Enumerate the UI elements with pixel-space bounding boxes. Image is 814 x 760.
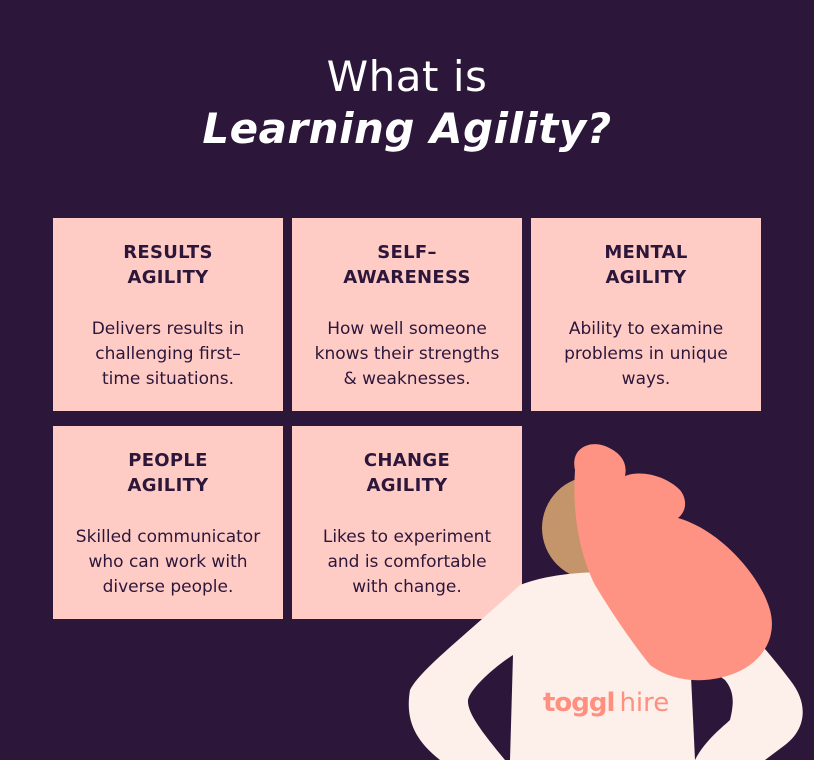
card-change-agility: CHANGE AGILITY Likes to experiment and i… — [292, 426, 522, 619]
card-results-agility: RESULTS AGILITY Delivers results in chal… — [53, 218, 283, 411]
card-title: SELF– AWARENESS — [343, 242, 471, 288]
card-title: PEOPLE AGILITY — [127, 450, 209, 496]
card-description: Likes to experiment and is comfortable w… — [322, 527, 492, 597]
card-description: How well someone knows their strengths &… — [314, 319, 500, 389]
title-line-1: What is — [326, 52, 488, 101]
card-title: CHANGE AGILITY — [363, 450, 451, 496]
card-title: RESULTS AGILITY — [123, 242, 213, 288]
logo-product: hire — [619, 688, 670, 718]
card-description: Skilled communicator who can work with d… — [75, 527, 261, 597]
logo-brand: toggl — [543, 688, 615, 718]
card-mental-agility: MENTAL AGILITY Ability to examine proble… — [531, 218, 761, 411]
card-description: Ability to examine problems in unique wa… — [564, 319, 728, 389]
page-title: What is Learning Agility? — [0, 52, 814, 156]
card-description: Delivers results in challenging first– t… — [91, 319, 245, 389]
hair-shape — [574, 444, 772, 681]
head-shape — [542, 476, 646, 580]
card-people-agility: PEOPLE AGILITY Skilled communicator who … — [53, 426, 283, 619]
title-line-2: Learning Agility? — [202, 104, 612, 153]
card-self-awareness: SELF– AWARENESS How well someone knows t… — [292, 218, 522, 411]
card-title: MENTAL AGILITY — [604, 242, 688, 288]
